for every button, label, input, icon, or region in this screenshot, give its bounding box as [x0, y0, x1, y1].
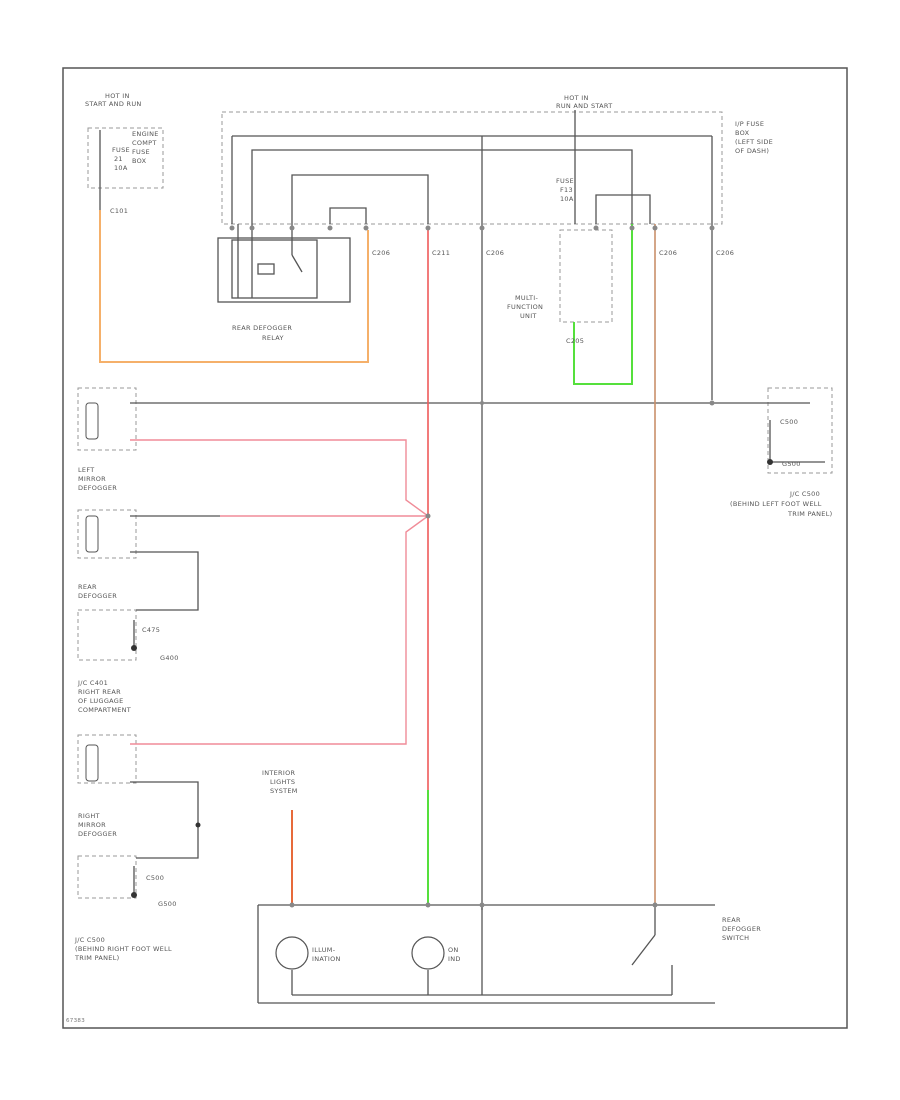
jc-c500-right-2: (BEHIND LEFT FOOT WELL — [730, 500, 822, 508]
left-mirror-2: MIRROR — [78, 475, 106, 483]
ip-fuse-box-2: BOX — [735, 129, 750, 137]
ground-c500-left: C500 — [146, 874, 164, 882]
engine-fuse-3: 10A — [114, 164, 128, 172]
illumination-1: ILLUM- — [312, 946, 336, 954]
mfu-label-2: FUNCTION — [507, 303, 543, 311]
ground-g400: G400 — [160, 654, 179, 662]
mfu-label-3: UNIT — [520, 312, 537, 320]
jc-c401-1: J/C C401 — [77, 679, 108, 687]
on-ind-2: IND — [448, 955, 461, 963]
rear-defogger-2: DEFOGGER — [78, 592, 117, 600]
connector-c101: C101 — [110, 207, 128, 215]
rear-defogger-switch-2: DEFOGGER — [722, 925, 761, 933]
relay-connector-2: C211 — [432, 249, 450, 257]
jc-c401-2: RIGHT REAR — [78, 688, 121, 696]
mfu-label-1: MULTI- — [515, 294, 538, 302]
green-wires — [427, 224, 633, 905]
left-mirror-3: DEFOGGER — [78, 484, 117, 492]
ip-fuse-1: FUSE — [556, 177, 574, 185]
ground-c475: C475 — [142, 626, 160, 634]
jc-c500-right-outline — [767, 387, 833, 474]
rear-defogger-outline — [77, 609, 137, 661]
hot-in-start-2: START AND RUN — [85, 100, 142, 108]
connector-pins — [131, 225, 773, 908]
jc-c401-outline — [77, 734, 137, 784]
left-mirror-lower-outline — [77, 509, 137, 559]
hot-in-run-2: RUN AND START — [556, 102, 613, 110]
relay-label-2: RELAY — [262, 334, 284, 342]
interior-lights-1: INTERIOR — [262, 769, 296, 777]
ip-fuse-2: F13 — [560, 186, 573, 194]
engine-fuse-box-1: ENGINE — [132, 130, 159, 138]
engine-fuse-1: FUSE — [112, 146, 130, 154]
engine-fuse-box-outline — [87, 127, 164, 189]
relay-connector-3: C206 — [486, 249, 504, 257]
right-mirror-3: DEFOGGER — [78, 830, 117, 838]
orange-wire — [99, 210, 369, 363]
illumination-lamp — [275, 936, 309, 970]
engine-fuse-box-3: FUSE — [132, 148, 150, 156]
ip-fuse-box-3: (LEFT SIDE — [735, 138, 773, 146]
relay-connector-1: C206 — [372, 249, 390, 257]
illumination-2: INATION — [312, 955, 341, 963]
ip-fuse-box-4: OF DASH) — [735, 147, 769, 155]
black-wires — [99, 110, 825, 1004]
ip-fuse-box-outline — [221, 111, 723, 225]
on-indicator-lamp — [411, 936, 445, 970]
on-ind-1: ON — [448, 946, 459, 954]
ip-fuse-3: 10A — [560, 195, 574, 203]
mfu-bottom-connector: C205 — [566, 337, 584, 345]
engine-fuse-box-2: COMPT — [132, 139, 157, 147]
relay-label-1: REAR DEFOGGER — [232, 324, 292, 332]
right-mirror-1: RIGHT — [78, 812, 100, 820]
jc-c500-right-1: J/C C500 — [789, 490, 820, 498]
ip-fuse-box-1: I/P FUSE — [735, 120, 764, 128]
jc-c500-left-3: TRIM PANEL) — [74, 954, 119, 962]
mfu-connector-1: C206 — [659, 249, 677, 257]
rear-defogger-switch-3: SWITCH — [722, 934, 749, 942]
mfu-outline — [559, 229, 613, 323]
heater-symbols — [85, 402, 99, 782]
dashed-boxes — [77, 111, 833, 899]
left-mirror-outline — [77, 387, 137, 451]
mfu-connector-2: C206 — [716, 249, 734, 257]
jc-c500-right-3: TRIM PANEL) — [787, 510, 832, 518]
rear-defogger-switch-1: REAR — [722, 916, 741, 924]
ground-c500-right: C500 — [780, 418, 798, 426]
right-mirror-2: MIRROR — [78, 821, 106, 829]
left-mirror-1: LEFT — [78, 466, 95, 474]
ground-g500-left: G500 — [158, 900, 177, 908]
interior-lights-2: LIGHTS — [270, 778, 295, 786]
right-mirror-outline — [77, 855, 137, 899]
ground-g500-right: G500 — [782, 460, 801, 468]
diagram-frame — [62, 67, 848, 1029]
hot-in-start-1: HOT IN — [105, 92, 130, 100]
jc-c500-left-2: (BEHIND RIGHT FOOT WELL — [75, 945, 172, 953]
pink-wires — [130, 439, 429, 745]
rear-defogger-1: REAR — [78, 583, 97, 591]
diagram-id: 67383 — [66, 1018, 85, 1024]
jc-c401-4: COMPARTMENT — [78, 706, 131, 714]
hot-in-run-1: HOT IN — [564, 94, 589, 102]
jc-c401-3: OF LUGGAGE — [78, 697, 124, 705]
engine-fuse-2: 21 — [114, 155, 123, 163]
interior-lights-3: SYSTEM — [270, 787, 298, 795]
jc-c500-left-1: J/C C500 — [74, 936, 105, 944]
engine-fuse-box-4: BOX — [132, 157, 147, 165]
